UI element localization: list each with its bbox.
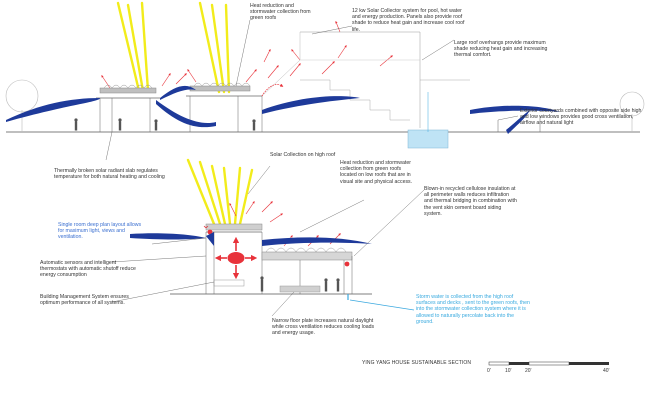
floor-plate-label: Narrow floor plate increases natural day… (272, 318, 375, 337)
bms-label: Building Management System ensures optim… (40, 294, 129, 307)
cellulose-insulation-label: Blown-in recycled cellulose insulation a… (424, 186, 517, 217)
building-bottom (170, 223, 372, 300)
solar-collector-label: 12 kw Solar Collector system for pool, h… (352, 8, 465, 33)
people-top (74, 118, 256, 131)
air-flow-top (6, 85, 560, 134)
sun-rays-bottom (186, 158, 254, 226)
heat-reduction-low-label: Heat reduction and stormwater collection… (340, 160, 413, 185)
radiant-slab-label: Thermally broken solar radiant slab regu… (54, 168, 165, 181)
heat-reduction-top-label: Heat reduction and stormwater collection… (250, 3, 311, 22)
building-top (6, 31, 640, 149)
diagram-title: YING YANG HOUSE SUSTAINABLE SECTION (362, 360, 472, 366)
people-bottom (260, 276, 340, 292)
scale-label-40: 40' (603, 368, 610, 374)
roof-overhangs-label: Large roof overhangs provide maximum sha… (454, 40, 548, 59)
sun-rays-top (116, 1, 231, 94)
heat-escape-arrow (261, 83, 284, 97)
radiant-heat-core (203, 225, 350, 280)
leader-lines-bottom (111, 165, 425, 317)
trees-top (5, 79, 645, 132)
storm-water-leader (349, 299, 415, 311)
exterior-courtyards-label: Exterior courtyards combined with opposi… (520, 108, 642, 127)
sensor-icon (344, 261, 350, 267)
scale-label-10: 10' (505, 368, 512, 374)
heat-arrows-top (101, 20, 393, 89)
storm-water-label: Storm water is collected from the high r… (416, 294, 530, 325)
scale-bar (488, 361, 609, 366)
scale-label-0: 0' (487, 368, 491, 374)
solar-high-roof-label: Solar Collection on high roof (270, 152, 336, 158)
sensors-label: Automatic sensors and intelligent thermo… (40, 260, 136, 279)
sensor-icon (207, 229, 213, 235)
deep-plan-label: Single room deep plan layout allows for … (58, 222, 142, 241)
leader-lines-top (105, 19, 519, 161)
scale-label-20: 20' (525, 368, 532, 374)
air-flow-bottom (130, 232, 372, 246)
